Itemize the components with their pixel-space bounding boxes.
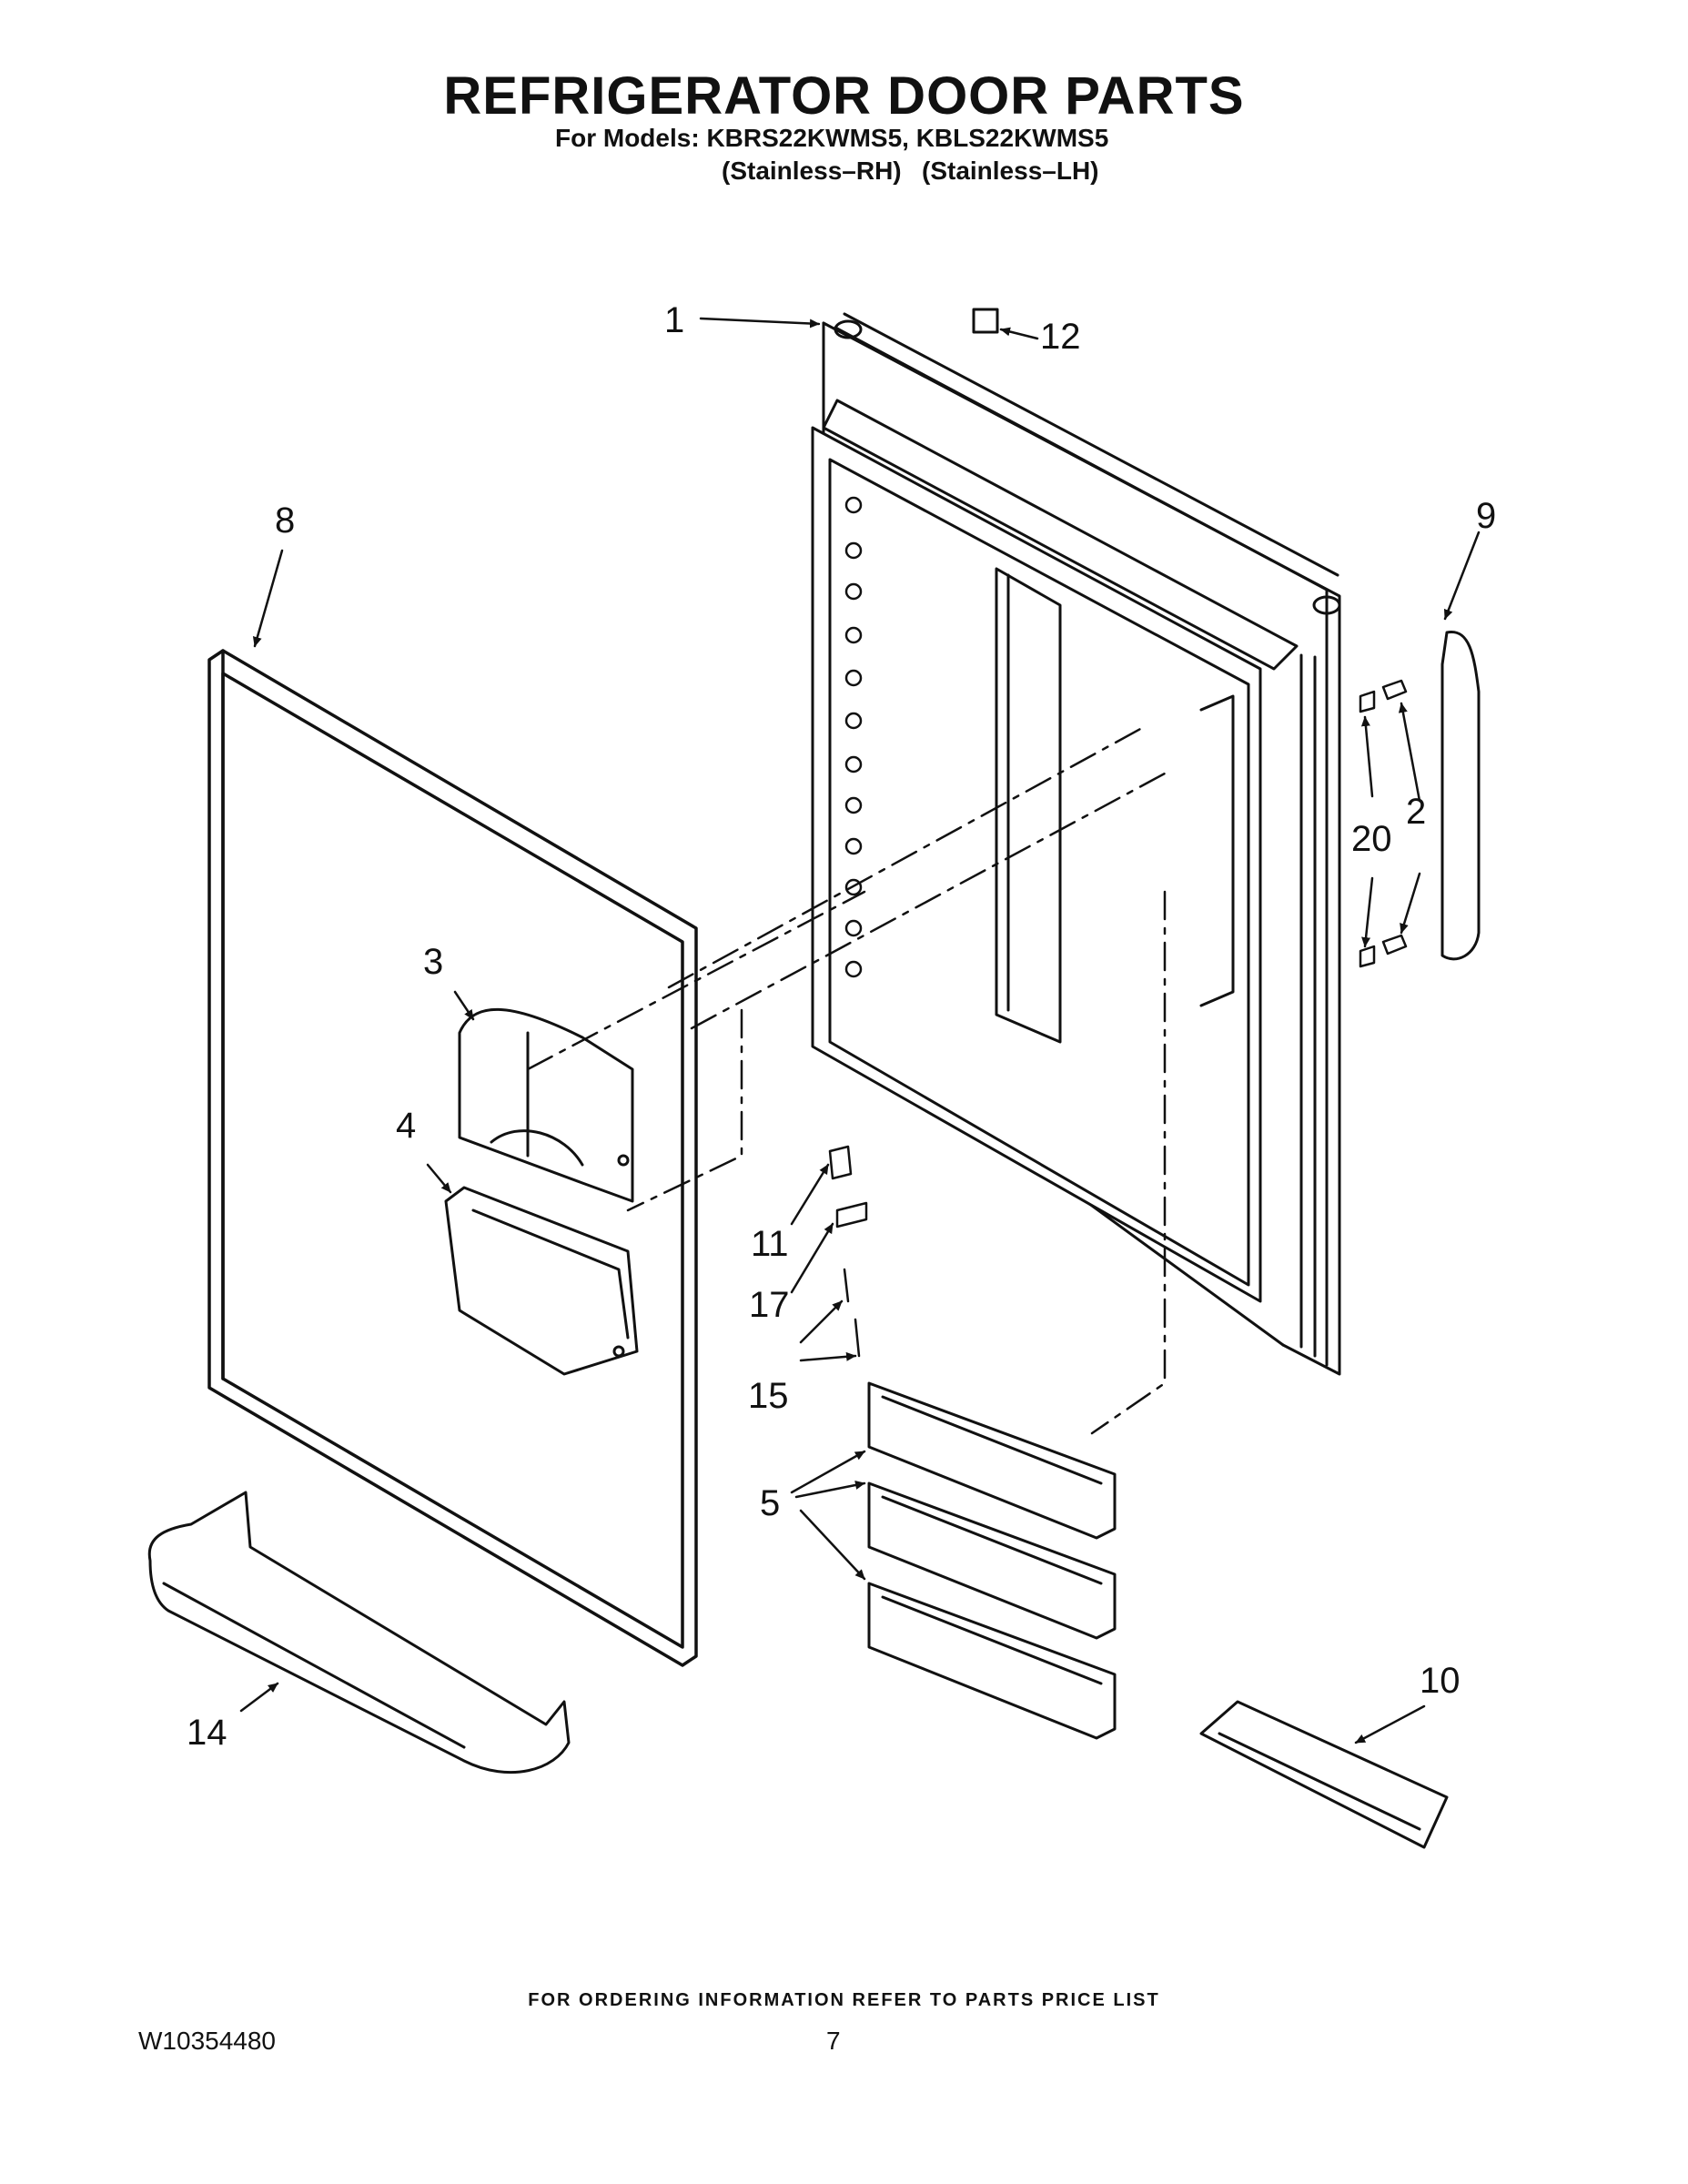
document-number: W10354480 <box>138 2027 277 2055</box>
shelf-pins <box>844 496 863 978</box>
callout-17: 17 <box>749 1285 790 1325</box>
callout-1: 1 <box>664 300 684 340</box>
assembly-lines <box>526 726 1167 1435</box>
page-title: REFRIGERATOR DOOR PARTS <box>443 66 1245 126</box>
ordering-note: FOR ORDERING INFORMATION REFER TO PARTS … <box>528 1990 1160 2010</box>
page-number: 7 <box>826 2027 841 2055</box>
callout-10: 10 <box>1420 1661 1461 1701</box>
drip-tray <box>444 1186 639 1376</box>
callout-4: 4 <box>396 1106 416 1146</box>
callout-9: 9 <box>1476 496 1496 536</box>
handle-screws <box>1359 679 1408 968</box>
variant-lh: (Stainless–LH) <box>922 157 1099 185</box>
callout-12: 12 <box>1040 317 1081 357</box>
bottom-bin <box>147 1491 571 1774</box>
callout-14: 14 <box>187 1713 227 1753</box>
door-handle <box>1440 631 1481 961</box>
callout-3: 3 <box>423 942 443 982</box>
callout-11: 11 <box>751 1224 789 1264</box>
door-bins <box>867 1381 1117 1740</box>
label-plate <box>972 308 999 334</box>
callout-2: 2 <box>1406 792 1426 832</box>
tray <box>1199 1700 1449 1849</box>
door-hinge-hardware <box>828 1145 868 1358</box>
door-frame <box>811 312 1341 1376</box>
variant-rh: (Stainless–RH) <box>722 157 902 185</box>
callout-5: 5 <box>760 1483 780 1523</box>
callout-8: 8 <box>275 500 295 541</box>
door-panel <box>207 649 698 1667</box>
callout-arrows <box>239 317 1481 1744</box>
callout-15: 15 <box>748 1376 789 1416</box>
callout-20: 20 <box>1351 819 1392 859</box>
models-line: For Models: KBRS22KWMS5, KBLS22KWMS5 <box>555 124 1109 152</box>
